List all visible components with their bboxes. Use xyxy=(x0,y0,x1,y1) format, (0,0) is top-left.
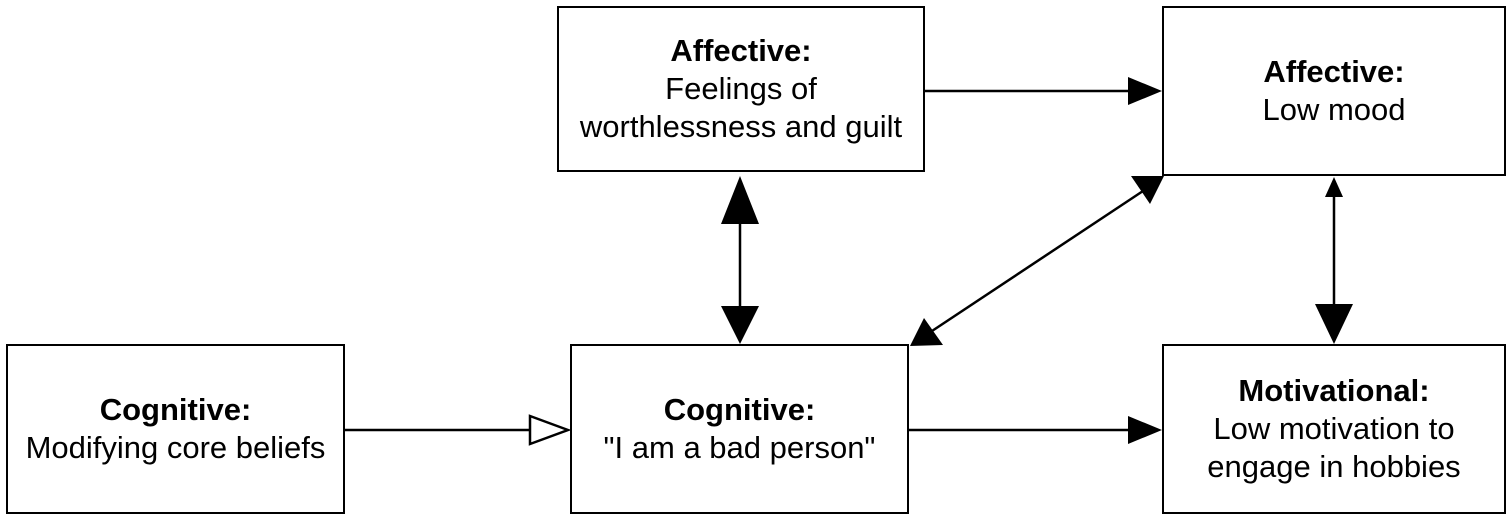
node-text-line: Low mood xyxy=(1262,92,1406,127)
node-title: Cognitive: xyxy=(663,392,816,427)
arrow-bad-person-to-motivational xyxy=(909,416,1162,444)
node-text-line: Low motivation to xyxy=(1213,411,1455,446)
node-text-line: "I am a bad person" xyxy=(603,430,876,465)
node-title: Cognitive: xyxy=(99,392,252,427)
arrow-low-mood-motivational-bidirectional xyxy=(1315,177,1353,344)
node-cognitive-bad-person: Cognitive: "I am a bad person" xyxy=(570,344,909,514)
node-affective-low-mood: Affective: Low mood xyxy=(1162,6,1506,176)
node-text-line: worthlessness and guilt xyxy=(579,109,903,144)
node-cognitive-modifying-core-beliefs: Cognitive: Modifying core beliefs xyxy=(6,344,345,514)
arrow-feelings-to-low-mood xyxy=(925,77,1162,105)
node-motivational: Motivational: Low motivation to engage i… xyxy=(1162,344,1506,514)
node-affective-feelings: Affective: Feelings of worthlessness and… xyxy=(557,6,925,172)
node-text-line: engage in hobbies xyxy=(1207,449,1461,484)
node-title: Motivational: xyxy=(1238,373,1430,408)
arrow-bad-person-low-mood-bidirectional xyxy=(910,176,1164,346)
node-text-line: Feelings of xyxy=(665,71,817,106)
arrow-modifying-to-bad-person xyxy=(345,414,572,446)
node-title: Affective: xyxy=(1263,54,1405,89)
arrow-feelings-bad-person-bidirectional xyxy=(721,176,759,344)
node-title: Affective: xyxy=(670,33,812,68)
node-text-line: Modifying core beliefs xyxy=(25,430,326,465)
